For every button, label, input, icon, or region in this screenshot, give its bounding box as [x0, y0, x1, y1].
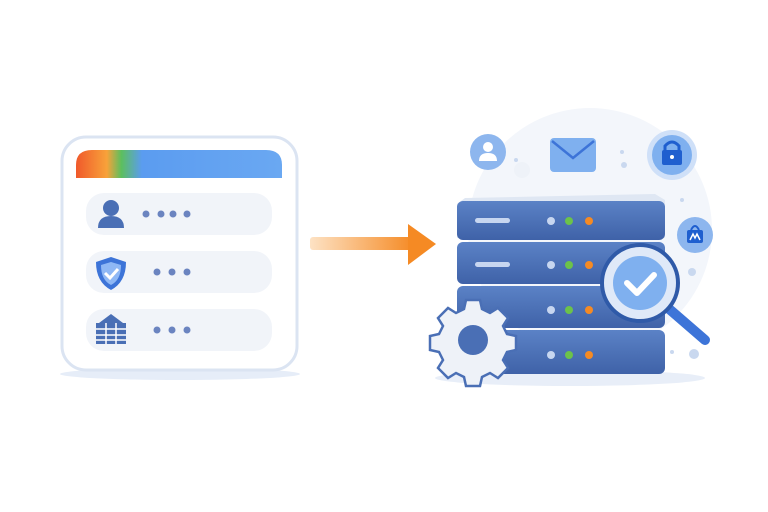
list-item [86, 309, 272, 351]
ellipsis-icon [153, 326, 191, 334]
list-item [86, 251, 272, 293]
magnifier-check-icon [600, 243, 710, 345]
gear-icon [428, 298, 518, 388]
shield-check-icon [96, 257, 126, 290]
user-circle-icon [470, 134, 506, 170]
mail-icon [550, 138, 596, 172]
user-icon [98, 200, 124, 228]
list-item [86, 193, 272, 235]
card-header-bar [76, 150, 282, 178]
arrow-right-icon [310, 224, 436, 265]
source-card [60, 135, 300, 380]
ellipsis-icon [153, 268, 191, 276]
ellipsis-icon [142, 210, 191, 218]
server-unit [457, 194, 665, 240]
building-icon [96, 314, 126, 344]
server-group [428, 108, 713, 388]
lock-icon [647, 130, 697, 180]
shopping-bag-icon [677, 217, 713, 253]
